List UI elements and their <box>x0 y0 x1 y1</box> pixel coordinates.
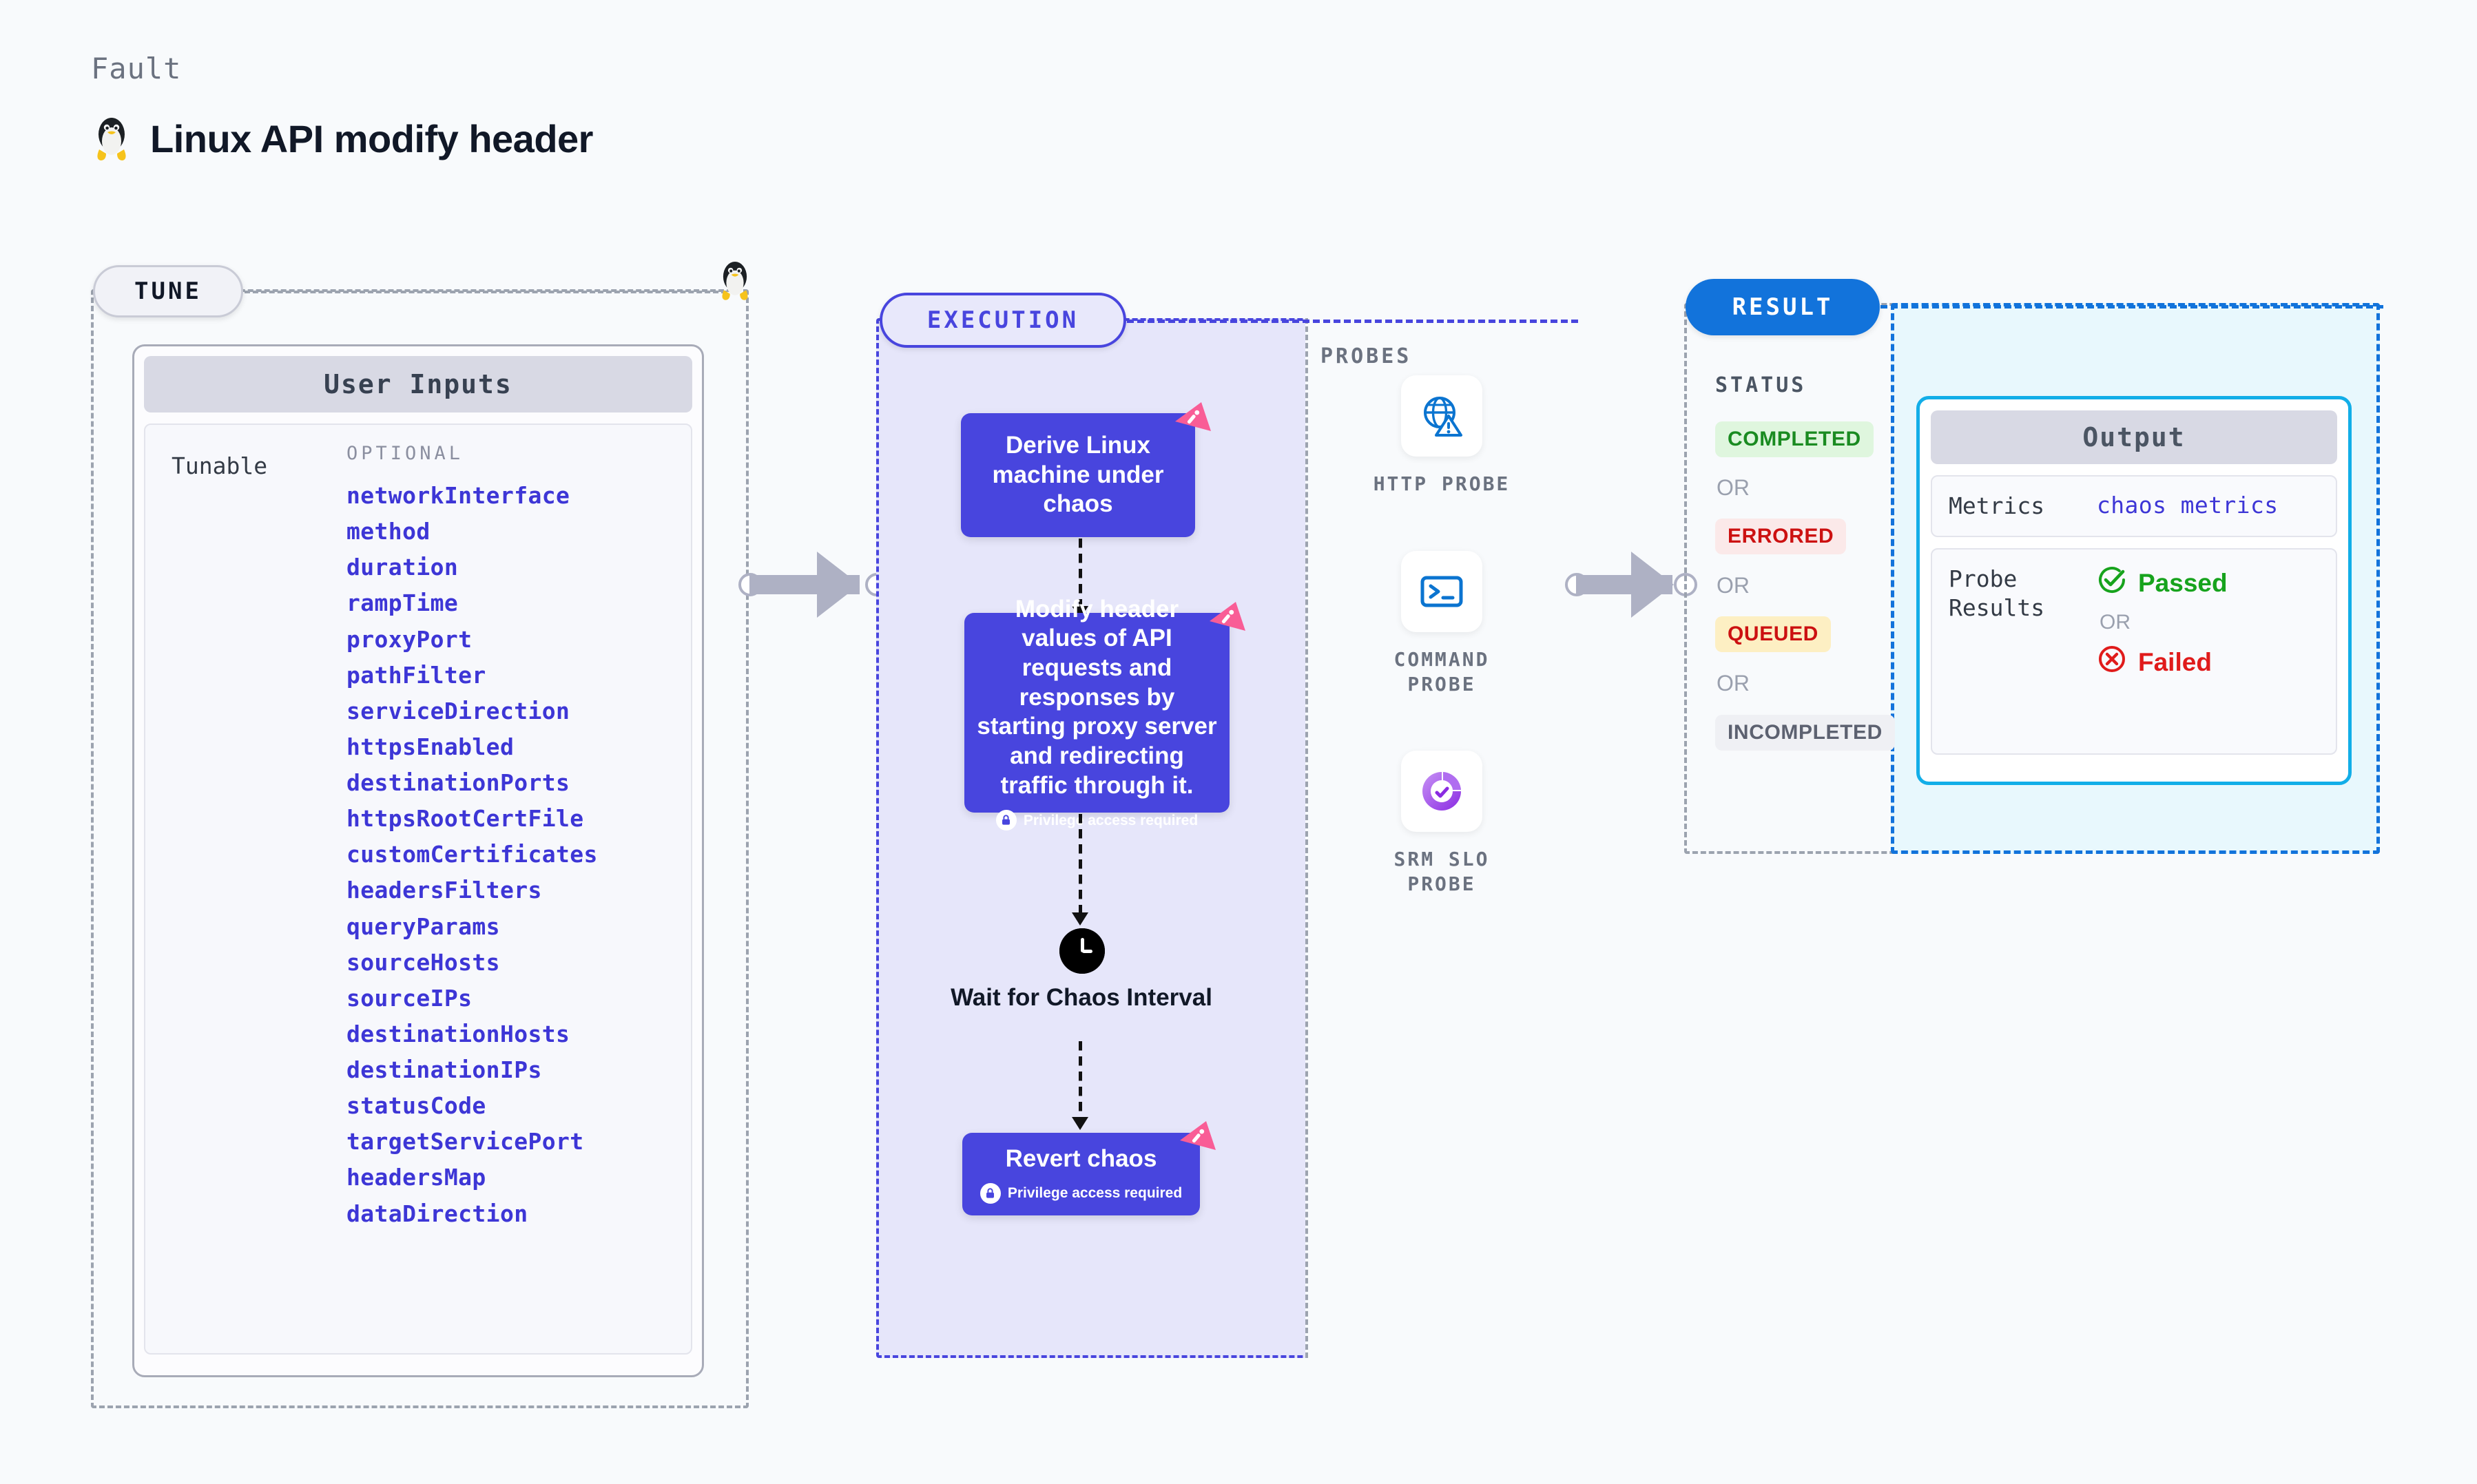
param-item[interactable]: serviceDirection <box>346 697 570 724</box>
output-probe-key: Probe Results <box>1949 565 2045 622</box>
node-label: Derive Linux machine under chaos <box>992 431 1164 518</box>
probe-item-http[interactable]: HTTP PROBE <box>1356 375 1528 497</box>
probe-item-srm-slo[interactable]: SRM SLO PROBE <box>1356 751 1528 897</box>
info-ribbon-icon[interactable] <box>1205 598 1248 640</box>
output-metrics-key: Metrics <box>1949 492 2045 519</box>
execution-node-modify-header[interactable]: Modify header values of API requests and… <box>964 596 1230 831</box>
fault-eyebrow: Fault <box>91 52 182 85</box>
param-list: OPTIONAL networkInterface method duratio… <box>346 443 676 1335</box>
probe-result-values: Passed OR Failed <box>2097 565 2228 680</box>
slo-donut-check-icon <box>1401 751 1482 832</box>
status-title: STATUS <box>1715 373 1807 397</box>
node-label: Revert chaos <box>1005 1145 1157 1172</box>
probes-region <box>1305 318 1575 1358</box>
output-metrics-row: Metrics chaos metrics <box>1931 475 2337 538</box>
param-item[interactable]: proxyPort <box>346 625 473 653</box>
page-title-text: Linux API modify header <box>150 116 593 160</box>
clock-icon <box>1059 928 1105 974</box>
execution-badge: EXECUTION <box>880 293 1126 348</box>
tune-top-dashed-line <box>245 291 727 293</box>
status-badge-completed: COMPLETED <box>1715 421 1874 457</box>
info-ribbon-icon[interactable] <box>1171 398 1214 441</box>
param-item[interactable]: headersFilters <box>346 877 542 904</box>
param-item[interactable]: sourceIPs <box>346 984 473 1012</box>
param-item[interactable]: statusCode <box>346 1092 486 1120</box>
probe-result-passed: Passed <box>2097 565 2228 601</box>
status-badge-queued: QUEUED <box>1715 616 1831 652</box>
param-item[interactable]: destinationIPs <box>346 1056 542 1083</box>
lock-icon <box>980 1183 1001 1204</box>
probe-label: SRM SLO PROBE <box>1393 848 1490 896</box>
globe-warning-icon <box>1401 375 1482 457</box>
output-probe-results-row: Probe Results Passed OR <box>1931 548 2337 755</box>
flow-connector-2 <box>1072 814 1088 926</box>
param-item[interactable]: httpsRootCertFile <box>346 805 584 833</box>
connector-arrowhead <box>1631 552 1674 618</box>
linux-penguin-marker-icon <box>716 258 754 306</box>
flow-connector-3 <box>1072 1041 1088 1130</box>
privilege-note: Privilege access required <box>995 810 1199 831</box>
privilege-label: Privilege access required <box>1023 812 1199 828</box>
wait-for-chaos-label: Wait for Chaos Interval <box>951 984 1212 1011</box>
param-item[interactable]: customCertificates <box>346 841 598 868</box>
tunable-section: Tunable OPTIONAL networkInterface method… <box>144 424 692 1355</box>
param-item[interactable]: destinationPorts <box>346 769 570 796</box>
param-item[interactable]: headersMap <box>346 1164 486 1191</box>
check-circle-icon <box>2097 565 2127 601</box>
status-badge-incompleted: INCOMPLETED <box>1715 715 1895 751</box>
status-or-label: OR <box>1717 671 1750 696</box>
privilege-note: Privilege access required <box>980 1183 1182 1204</box>
output-title: Output <box>1931 410 2337 464</box>
param-item[interactable]: networkInterface <box>346 482 570 509</box>
tune-badge: TUNE <box>93 265 243 317</box>
probe-item-command[interactable]: COMMAND PROBE <box>1356 551 1528 698</box>
output-card: Output Metrics chaos metrics Probe Resul… <box>1916 396 2352 785</box>
param-item[interactable]: destinationHosts <box>346 1020 570 1047</box>
param-item[interactable]: duration <box>346 554 459 581</box>
probe-result-or-label: OR <box>2100 611 2131 634</box>
param-item[interactable]: targetServicePort <box>346 1128 584 1156</box>
output-metrics-value[interactable]: chaos metrics <box>2097 492 2279 519</box>
param-item[interactable]: method <box>346 518 431 545</box>
lock-icon <box>995 810 1017 831</box>
x-circle-icon <box>2097 644 2127 680</box>
probe-label: HTTP PROBE <box>1373 472 1511 495</box>
probe-result-failed: Failed <box>2097 644 2228 680</box>
failed-label: Failed <box>2138 647 2212 676</box>
param-item[interactable]: rampTime <box>346 589 459 617</box>
connector-arrowhead <box>817 552 860 618</box>
param-item[interactable]: pathFilter <box>346 661 486 689</box>
execution-top-dashed-line <box>1127 320 1578 323</box>
info-ribbon-icon[interactable] <box>1176 1117 1219 1160</box>
param-item[interactable]: queryParams <box>346 912 500 940</box>
user-inputs-card: User Inputs Tunable OPTIONAL networkInte… <box>132 344 704 1377</box>
execution-node-derive[interactable]: Derive Linux machine under chaos <box>961 413 1195 537</box>
probes-title: PROBES <box>1320 344 1412 368</box>
linux-penguin-icon <box>91 114 132 163</box>
user-inputs-title: User Inputs <box>144 356 692 412</box>
result-badge: RESULT <box>1686 279 1880 335</box>
result-top-dashed-line <box>1880 305 2383 309</box>
status-badge-errored: ERRORED <box>1715 519 1847 554</box>
tunable-label: Tunable <box>172 452 268 479</box>
page-title: Linux API modify header <box>91 114 593 163</box>
passed-label: Passed <box>2138 568 2228 597</box>
param-item[interactable]: dataDirection <box>346 1200 528 1227</box>
node-label: Modify header values of API requests and… <box>977 595 1217 799</box>
terminal-icon <box>1401 551 1482 632</box>
status-or-label: OR <box>1717 573 1750 598</box>
status-or-label: OR <box>1717 475 1750 500</box>
optional-label: OPTIONAL <box>346 443 464 464</box>
privilege-label: Privilege access required <box>1007 1185 1183 1202</box>
param-item[interactable]: httpsEnabled <box>346 733 515 760</box>
execution-node-revert-chaos[interactable]: Revert chaos Privilege access required <box>962 1133 1200 1215</box>
probe-label: COMMAND PROBE <box>1393 648 1490 696</box>
param-item[interactable]: sourceHosts <box>346 948 500 976</box>
